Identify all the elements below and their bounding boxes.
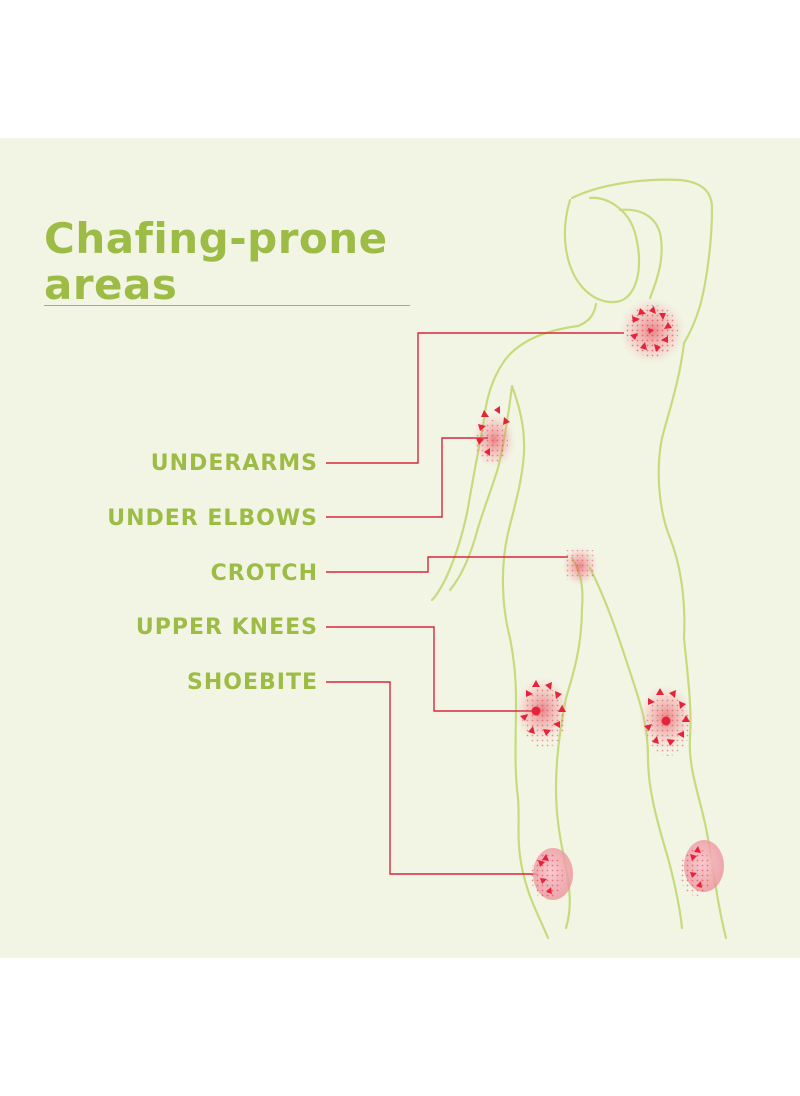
hip-outline xyxy=(508,636,518,700)
torso-right-outline xyxy=(657,341,686,640)
underarms-leader xyxy=(326,332,624,464)
left-ankle-irritation-marker xyxy=(531,848,573,900)
left-arm-inner-outline xyxy=(476,384,514,530)
head-outline xyxy=(563,196,641,304)
crotch-leader xyxy=(326,556,568,573)
right-knee-irritation-marker xyxy=(638,684,694,756)
raised-arm-outline xyxy=(570,178,714,345)
leader-lines xyxy=(326,332,624,875)
elbow-irritation-marker xyxy=(472,406,516,468)
title-divider xyxy=(44,305,410,306)
right-ankle-irritation-marker xyxy=(680,840,724,896)
label-shoebite: SHOEBITE xyxy=(187,670,318,695)
torso-left-outline xyxy=(501,384,526,640)
left-forearm-outline xyxy=(430,576,448,602)
raised-arm-inner-outline xyxy=(618,208,663,300)
crotch-irritation-marker xyxy=(562,546,598,586)
under-elbows-leader xyxy=(326,437,488,518)
neck-outline xyxy=(576,302,598,328)
shoulder-outline xyxy=(482,324,580,422)
label-crotch: CROTCH xyxy=(210,561,318,586)
right-leg-inner-outline xyxy=(588,566,684,930)
body-illustration xyxy=(326,178,728,940)
page-title: Chafing-prone areas xyxy=(44,214,388,309)
upper-knees-leader xyxy=(326,626,534,712)
left-knee-irritation-marker xyxy=(514,676,570,748)
label-underarms: UNDERARMS xyxy=(150,451,318,476)
left-hand-outline xyxy=(448,526,480,592)
label-under-elbows: UNDER ELBOWS xyxy=(107,506,318,531)
underarm-irritation-marker xyxy=(618,297,686,365)
label-upper-knees: UPPER KNEES xyxy=(135,615,318,640)
left-leg-outer-outline xyxy=(514,696,550,940)
infographic-panel: Chafing-prone areas UNDERARMS UNDER ELBO… xyxy=(0,138,800,958)
shoebite-leader xyxy=(326,681,538,875)
